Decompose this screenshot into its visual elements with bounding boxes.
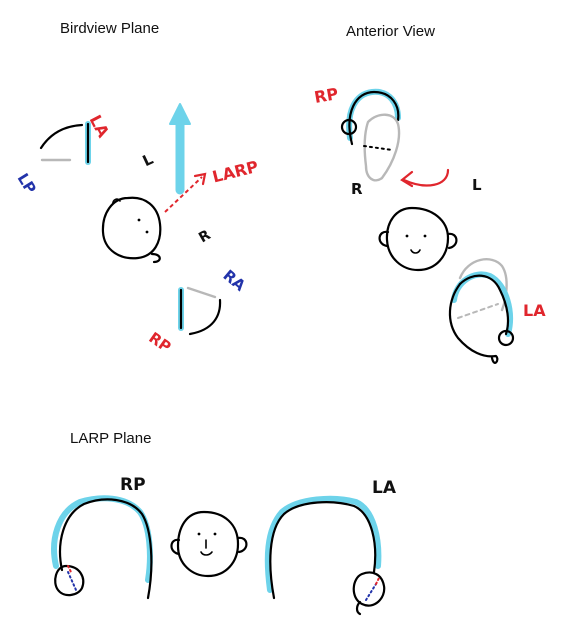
birdview-panel: Birdview Plane LA LP L LARP: [14, 20, 261, 356]
anterior-r-label: R: [351, 180, 363, 198]
birdview-title: Birdview Plane: [60, 20, 159, 37]
anterior-panel: Anterior View RP R L: [313, 23, 546, 364]
birdview-l-label: L: [140, 150, 157, 171]
larp-direction-arrow: [164, 172, 207, 213]
anterior-l-label: L: [472, 176, 482, 194]
semicircular-canal-icon: [340, 88, 401, 182]
larp-plane-panel: LARP Plane RP LA: [51, 430, 397, 616]
birdview-rp-label: RP: [145, 329, 174, 357]
larp-la-label: LA: [372, 478, 397, 498]
anterior-title: Anterior View: [346, 23, 435, 40]
anterior-la-label: LA: [523, 301, 546, 320]
up-arrow-icon: [169, 103, 191, 195]
semicircular-canal-icon: [264, 495, 386, 616]
larp-rp-label: RP: [120, 475, 146, 495]
larp-plane-title: LARP Plane: [70, 430, 151, 447]
anterior-rp-label: RP: [313, 84, 340, 107]
semicircular-canal-icon: [448, 258, 515, 364]
birdview-larp-label: LARP: [210, 157, 260, 187]
birdview-lp-label: LP: [14, 170, 40, 197]
head-face-icon: [101, 196, 162, 264]
rotation-arrow-icon: [400, 168, 450, 188]
semicircular-canal-icon: [51, 495, 153, 600]
head-face-icon: [170, 510, 248, 578]
birdview-left-canals: [39, 121, 91, 165]
head-face-icon: [378, 206, 458, 272]
birdview-ra-label: RA: [220, 266, 250, 295]
birdview-r-label: R: [196, 227, 214, 246]
birdview-right-canals: [178, 286, 222, 336]
